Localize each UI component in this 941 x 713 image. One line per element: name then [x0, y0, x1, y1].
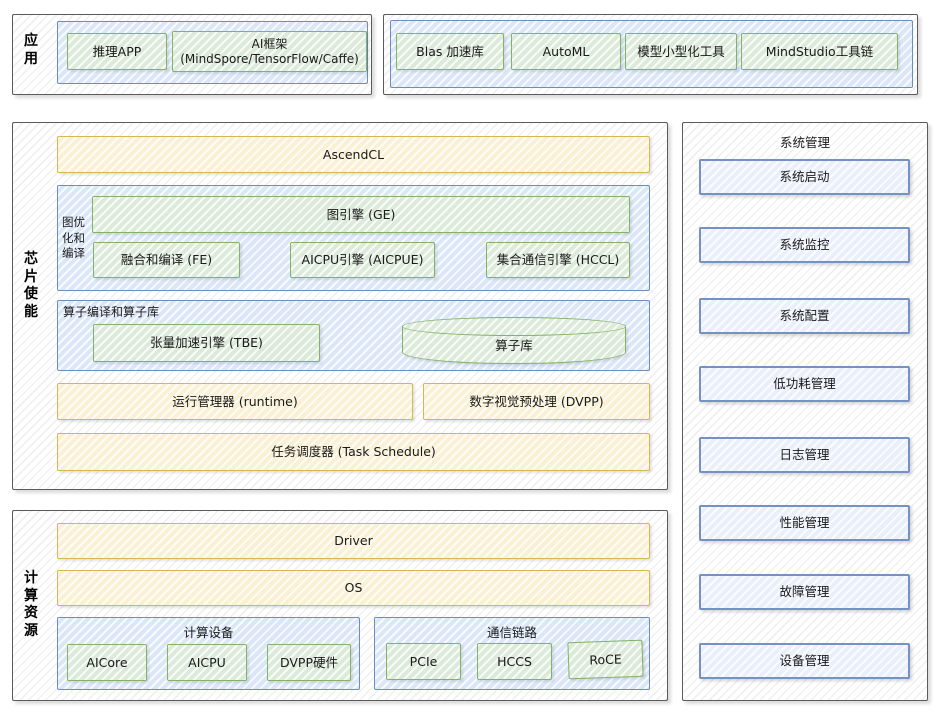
- system-config-label: 系统配置: [779, 308, 830, 324]
- log-mgmt-label: 日志管理: [779, 447, 830, 463]
- box-device-mgmt: 设备管理: [699, 643, 910, 679]
- box-os: OS: [57, 570, 650, 606]
- hccs-label: HCCS: [497, 653, 532, 669]
- box-model-tool: 模型小型化工具: [625, 33, 737, 70]
- system-management-label: 系统管理: [779, 135, 830, 150]
- inference-app-label: 推理APP: [92, 43, 142, 59]
- box-graph-engine: 图引擎 (GE): [92, 196, 630, 233]
- box-system-config: 系统配置: [699, 298, 910, 334]
- box-fusion-engine: 融合和编译 (FE): [93, 242, 240, 278]
- box-dvpp-hardware: DVPP硬件: [267, 644, 351, 681]
- chip-enable-section-label: 芯片使能: [24, 251, 38, 320]
- aicpu-engine-label: AICPU引擎 (AICPUE): [301, 252, 424, 268]
- dvpp-hardware-label: DVPP硬件: [279, 654, 339, 670]
- runtime-label: 运行管理器 (runtime): [172, 393, 298, 409]
- box-automl: AutoML: [511, 33, 621, 70]
- task-schedule-label: 任务调度器 (Task Schedule): [271, 444, 436, 460]
- box-aicpu-engine: AICPU引擎 (AICPUE): [290, 242, 435, 278]
- box-ascendcl: AscendCL: [57, 136, 650, 173]
- aicpu-label: AICPU: [188, 654, 226, 670]
- roce-label: RoCE: [589, 651, 622, 668]
- box-hccs: HCCS: [477, 643, 552, 680]
- box-system-monitor: 系统监控: [699, 227, 910, 263]
- box-fault-mgmt: 故障管理: [699, 574, 910, 610]
- operator-library-cylinder: 算子库: [402, 317, 626, 364]
- box-roce: RoCE: [567, 639, 644, 680]
- ascendcl-label: AscendCL: [322, 146, 385, 162]
- os-label: OS: [344, 580, 363, 596]
- box-dvpp: 数字视觉预处理 (DVPP): [423, 383, 650, 420]
- driver-label: Driver: [334, 533, 373, 549]
- graph-engine-label: 图引擎 (GE): [326, 206, 396, 222]
- fusion-engine-label: 融合和编译 (FE): [120, 252, 213, 268]
- box-hccl-engine: 集合通信引擎 (HCCL): [486, 242, 630, 278]
- system-start-label: 系统启动: [779, 169, 830, 185]
- application-section-label: 应用: [24, 33, 38, 67]
- compute-device-group-label: 计算设备: [183, 625, 234, 640]
- ai-framework-label-line2: (MindSpore/TensorFlow/Caffe): [180, 51, 359, 66]
- section-system-management: [682, 122, 928, 701]
- blas-label: Blas 加速库: [416, 43, 484, 59]
- graph-compile-group-label: 图优化和编译: [62, 215, 85, 261]
- box-system-start: 系统启动: [699, 159, 910, 195]
- box-task-schedule: 任务调度器 (Task Schedule): [57, 433, 650, 471]
- device-mgmt-label: 设备管理: [779, 653, 830, 669]
- mindstudio-label: MindStudio工具链: [765, 43, 874, 59]
- operator-library-label: 算子库: [495, 338, 533, 353]
- hccl-engine-label: 集合通信引擎 (HCCL): [496, 252, 620, 268]
- box-runtime: 运行管理器 (runtime): [57, 383, 413, 420]
- performance-mgmt-label: 性能管理: [779, 515, 830, 531]
- system-monitor-label: 系统监控: [779, 237, 830, 253]
- aicore-label: AICore: [86, 654, 128, 670]
- box-low-power-mgmt: 低功耗管理: [699, 366, 910, 402]
- operator-group-label: 算子编译和算子库: [63, 305, 160, 319]
- box-mindstudio: MindStudio工具链: [741, 33, 898, 70]
- box-tbe: 张量加速引擎 (TBE): [93, 324, 320, 362]
- ai-framework-label-line1: AI框架: [251, 36, 288, 51]
- box-inference-app: 推理APP: [67, 33, 167, 70]
- box-performance-mgmt: 性能管理: [699, 505, 910, 541]
- comm-link-group-label: 通信链路: [486, 625, 537, 640]
- box-aicpu: AICPU: [167, 644, 247, 681]
- cylinder-top-ellipse: [402, 317, 626, 336]
- box-driver: Driver: [57, 523, 650, 559]
- fault-mgmt-label: 故障管理: [779, 584, 830, 600]
- box-log-mgmt: 日志管理: [699, 437, 910, 473]
- box-pcie: PCIe: [386, 643, 461, 680]
- tbe-label: 张量加速引擎 (TBE): [150, 335, 263, 351]
- pcie-label: PCIe: [409, 653, 438, 669]
- box-ai-framework: AI框架 (MindSpore/TensorFlow/Caffe): [172, 31, 367, 72]
- automl-label: AutoML: [542, 43, 590, 59]
- dvpp-label: 数字视觉预处理 (DVPP): [469, 393, 604, 409]
- box-aicore: AICore: [67, 644, 147, 681]
- compute-resource-section-label: 计算资源: [24, 570, 38, 639]
- box-blas: Blas 加速库: [396, 33, 504, 70]
- model-tool-label: 模型小型化工具: [637, 43, 725, 59]
- low-power-mgmt-label: 低功耗管理: [773, 376, 836, 392]
